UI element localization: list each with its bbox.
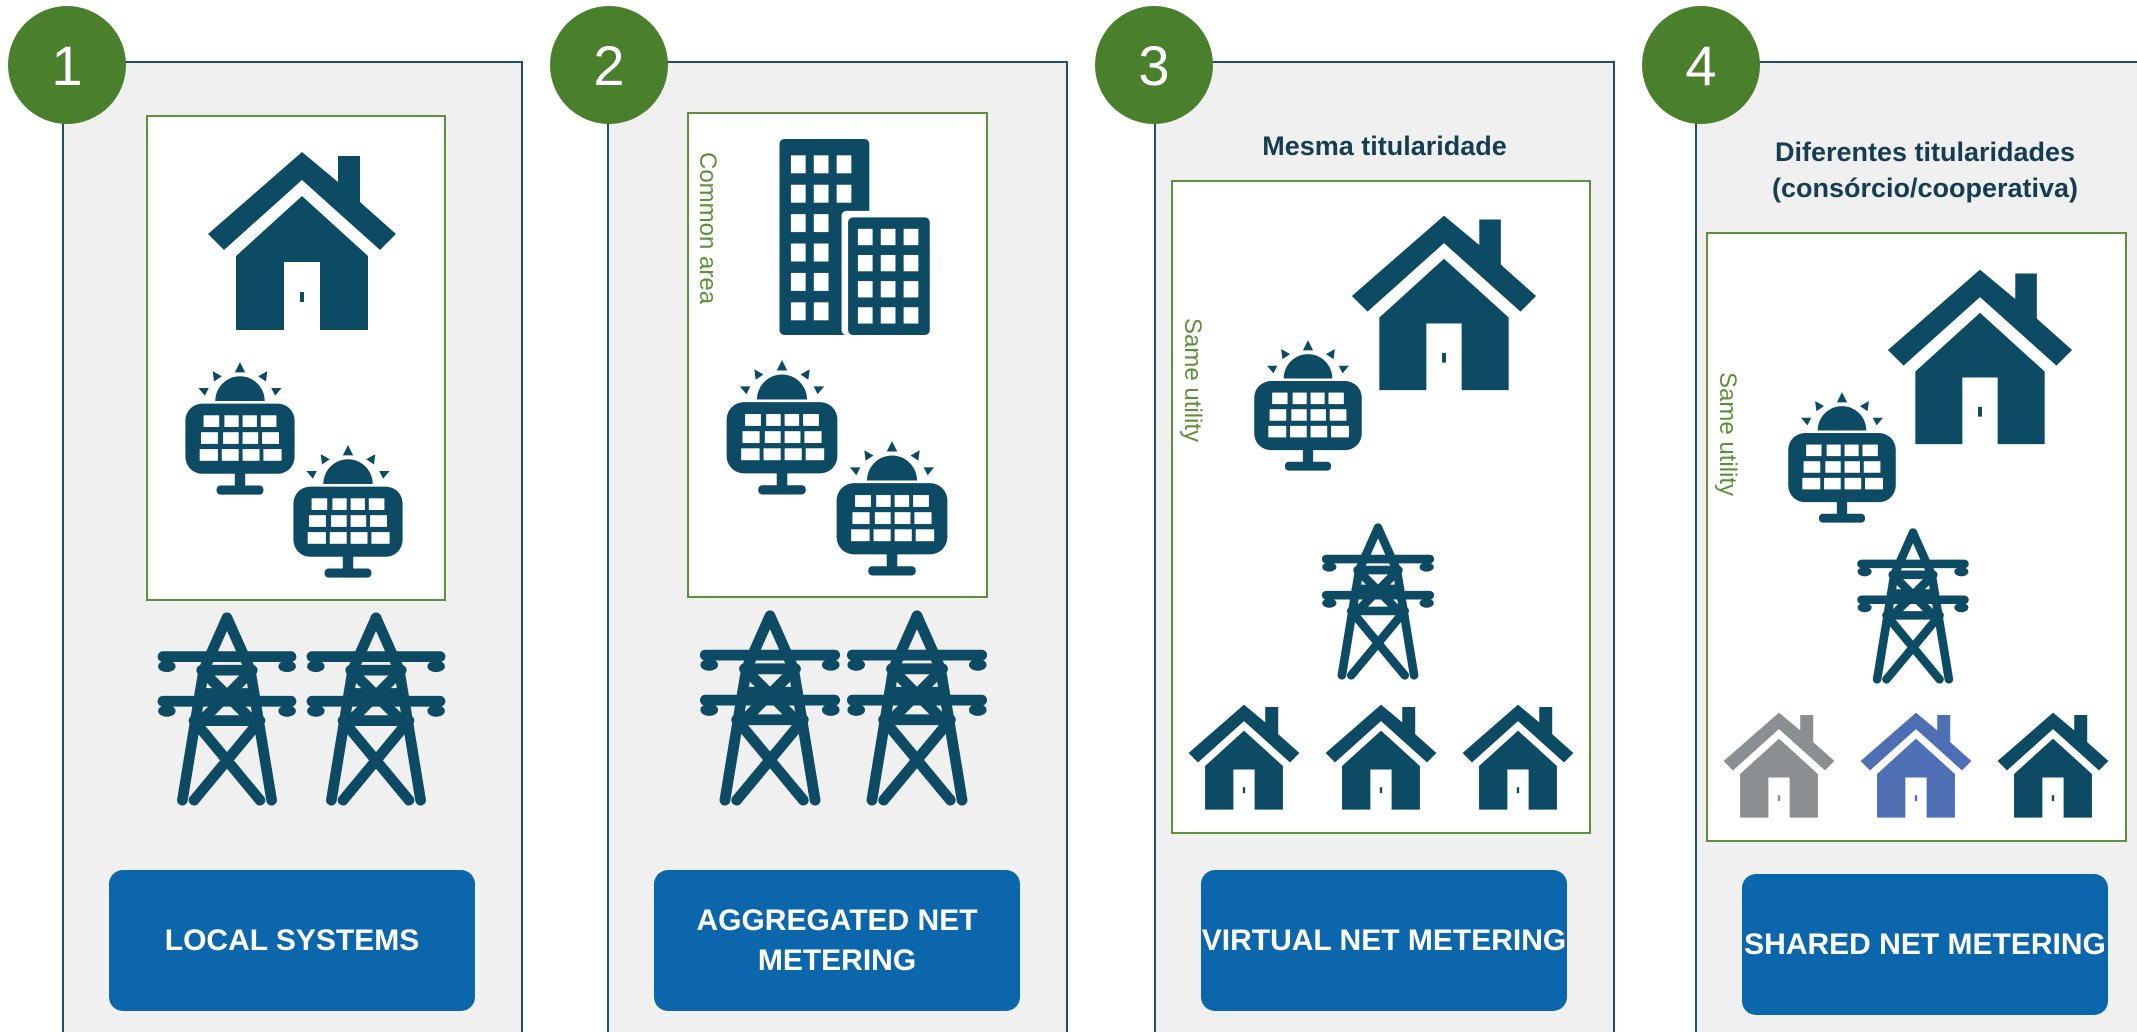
step-number-badge: 2 xyxy=(550,6,668,124)
aggregated-net-metering-button[interactable]: AGGREGATED NET METERING xyxy=(654,870,1020,1011)
buildings-icon xyxy=(767,139,939,335)
house-icon xyxy=(1720,702,1838,820)
house-icon xyxy=(202,134,402,334)
panel-subtitle: Diferentes titularidades (consórcio/coop… xyxy=(1771,137,2079,203)
house-icon xyxy=(1882,252,2078,448)
solar-panel-icon xyxy=(826,441,958,586)
same-utility-label: Same utility xyxy=(1714,372,1741,497)
panel-subtitle: Mesma titularidade xyxy=(1262,131,1507,161)
transmission-tower-icon xyxy=(1856,528,1970,684)
step-number-badge: 3 xyxy=(1095,6,1213,124)
virtual-net-metering-button[interactable]: VIRTUAL NET METERING xyxy=(1201,870,1567,1011)
house-icon xyxy=(1322,694,1440,812)
house-icon xyxy=(1857,702,1975,820)
same-utility-label: Same utility xyxy=(1179,318,1206,443)
house-icon xyxy=(1185,694,1303,812)
transmission-tower-icon xyxy=(157,612,297,806)
house-icon xyxy=(1459,694,1577,812)
house-icon xyxy=(1994,702,2112,820)
step-number-badge: 1 xyxy=(8,6,126,124)
solar-panel-icon xyxy=(283,445,413,588)
transmission-tower-icon xyxy=(847,610,987,806)
common-area-label: Common area xyxy=(694,152,721,305)
solar-panel-icon xyxy=(1778,392,1906,533)
local-systems-button[interactable]: LOCAL SYSTEMS xyxy=(109,870,475,1011)
solar-panel-icon xyxy=(1244,340,1372,481)
transmission-tower-icon xyxy=(700,610,840,806)
house-icon xyxy=(1346,198,1542,394)
transmission-tower-icon xyxy=(306,612,446,806)
shared-net-metering-button[interactable]: SHARED NET METERING xyxy=(1742,874,2108,1015)
step-number-badge: 4 xyxy=(1642,6,1760,124)
transmission-tower-icon xyxy=(1321,523,1435,680)
